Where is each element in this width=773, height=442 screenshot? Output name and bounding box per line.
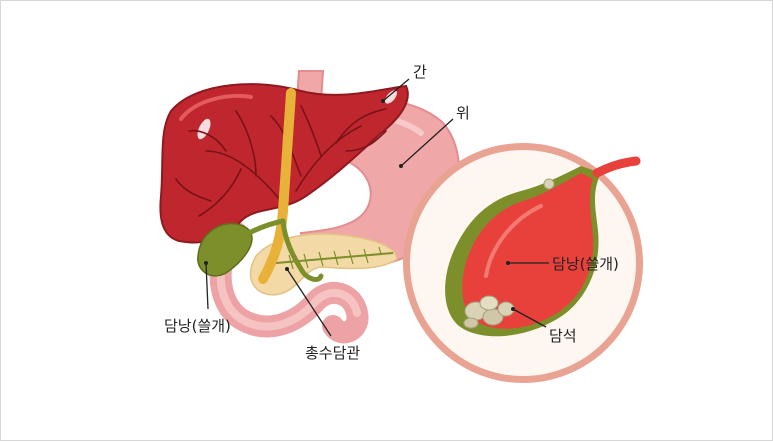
gallstones: [463, 178, 555, 329]
label-gallbladder: 담낭(쓸개): [164, 317, 231, 335]
label-liver: 간: [413, 63, 427, 81]
leader-dots: [204, 99, 515, 311]
gallbladder: [197, 218, 286, 277]
label-gallstone: 담석: [549, 327, 577, 345]
label-common-bile-duct: 총수담관: [305, 344, 360, 362]
pancreas: [249, 233, 398, 296]
bile-duct: [258, 88, 324, 284]
label-gallbladder-zoom: 담낭(쓸개): [552, 255, 619, 273]
leader-lines: [205, 78, 549, 337]
label-stomach: 위: [456, 104, 470, 122]
